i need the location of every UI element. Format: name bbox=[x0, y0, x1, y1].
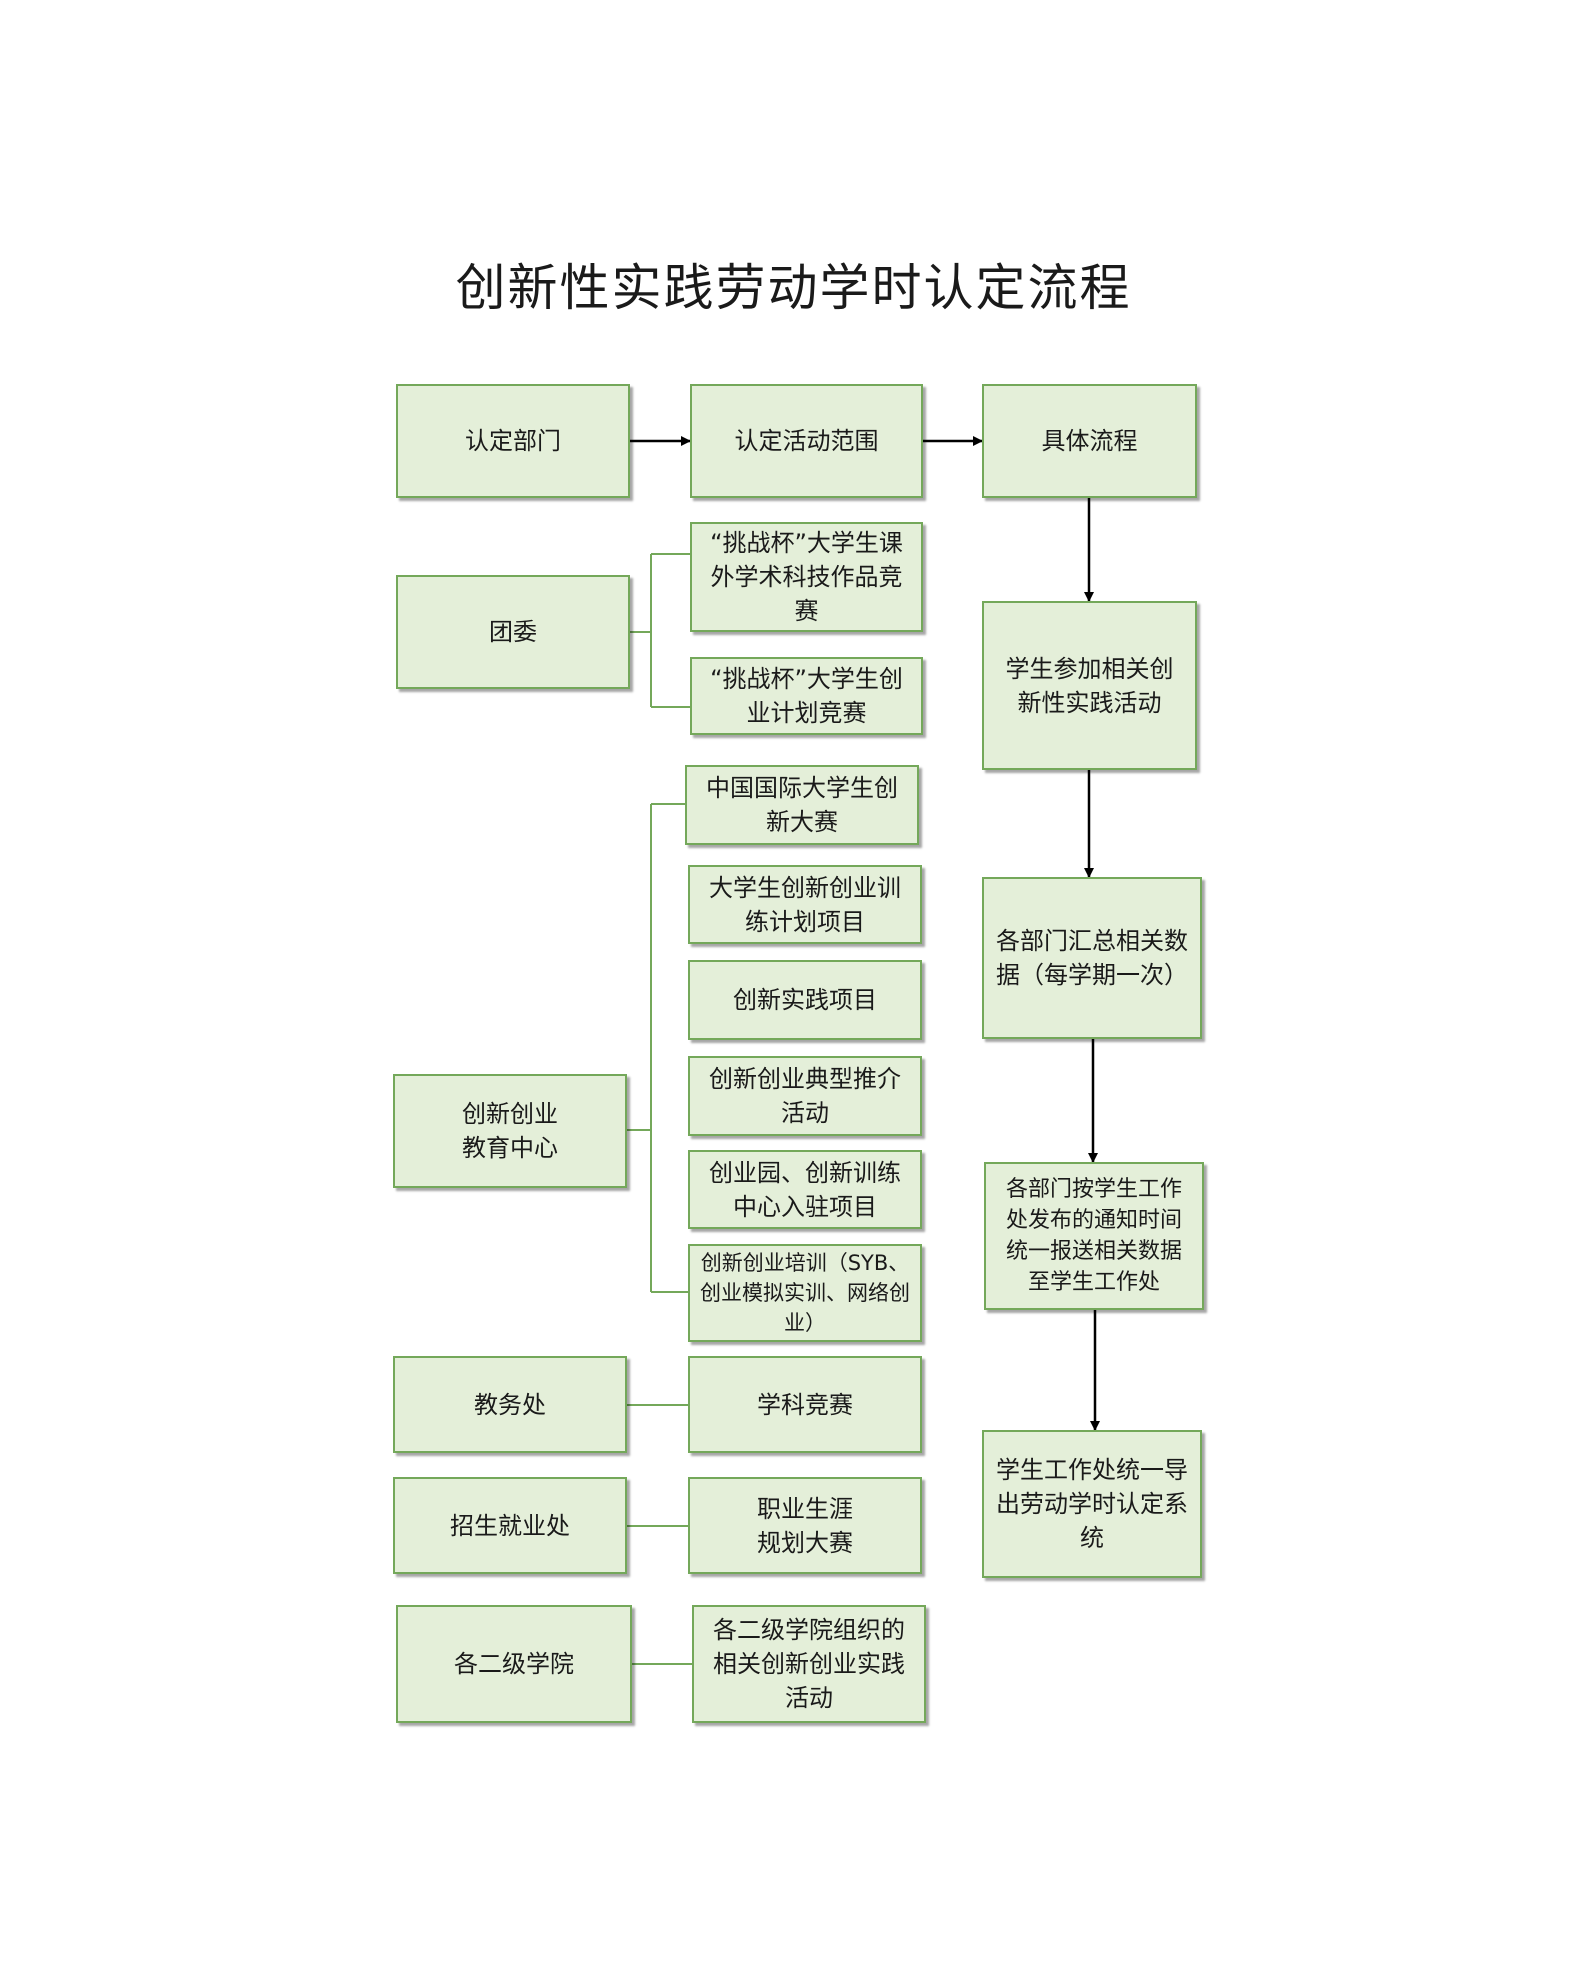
header-activity-scope-box: 认定活动范围 bbox=[690, 384, 923, 498]
activity-subject-competition: 学科竞赛 bbox=[688, 1356, 922, 1453]
page-title: 创新性实践劳动学时认定流程 bbox=[455, 259, 1132, 317]
bracket-innovation-center bbox=[627, 803, 688, 1293]
activity-challenge-cup-startup: “挑战杯”大学生创业计划竞赛 bbox=[690, 657, 923, 735]
activity-typical-promotion: 创新创业典型推介活动 bbox=[688, 1056, 922, 1136]
activity-college-events: 各二级学院组织的相关创新创业实践活动 bbox=[692, 1605, 926, 1723]
bracket-tuanwei bbox=[630, 553, 690, 708]
activity-career-planning: 职业生涯 规划大赛 bbox=[688, 1477, 922, 1574]
process-step-1: 学生参加相关创新性实践活动 bbox=[982, 601, 1197, 770]
activity-incubator-projects: 创业园、创新训练中心入驻项目 bbox=[688, 1150, 922, 1229]
dept-jiaowu: 教务处 bbox=[393, 1356, 627, 1453]
header-department-box: 认定部门 bbox=[396, 384, 630, 498]
activity-innovation-training-program: 大学生创新创业训练计划项目 bbox=[688, 865, 922, 944]
activity-innovation-training: 创新创业培训（SYB、创业模拟实训、网络创业） bbox=[688, 1244, 922, 1342]
dept-colleges: 各二级学院 bbox=[396, 1605, 632, 1723]
dept-innovation-center: 创新创业 教育中心 bbox=[393, 1074, 627, 1188]
activity-innovation-practice-project: 创新实践项目 bbox=[688, 960, 922, 1040]
header-process-box: 具体流程 bbox=[982, 384, 1197, 498]
process-step-3: 各部门按学生工作处发布的通知时间统一报送相关数据至学生工作处 bbox=[984, 1162, 1204, 1310]
activity-challenge-cup-academic: “挑战杯”大学生课外学术科技作品竞赛 bbox=[690, 522, 923, 632]
activity-international-innovation-contest: 中国国际大学生创新大赛 bbox=[685, 765, 919, 845]
process-step-2: 各部门汇总相关数据（每学期一次） bbox=[982, 877, 1202, 1039]
dept-zhaosheng: 招生就业处 bbox=[393, 1477, 627, 1574]
process-step-4: 学生工作处统一导出劳动学时认定系统 bbox=[982, 1430, 1202, 1578]
dept-tuanwei: 团委 bbox=[396, 575, 630, 689]
